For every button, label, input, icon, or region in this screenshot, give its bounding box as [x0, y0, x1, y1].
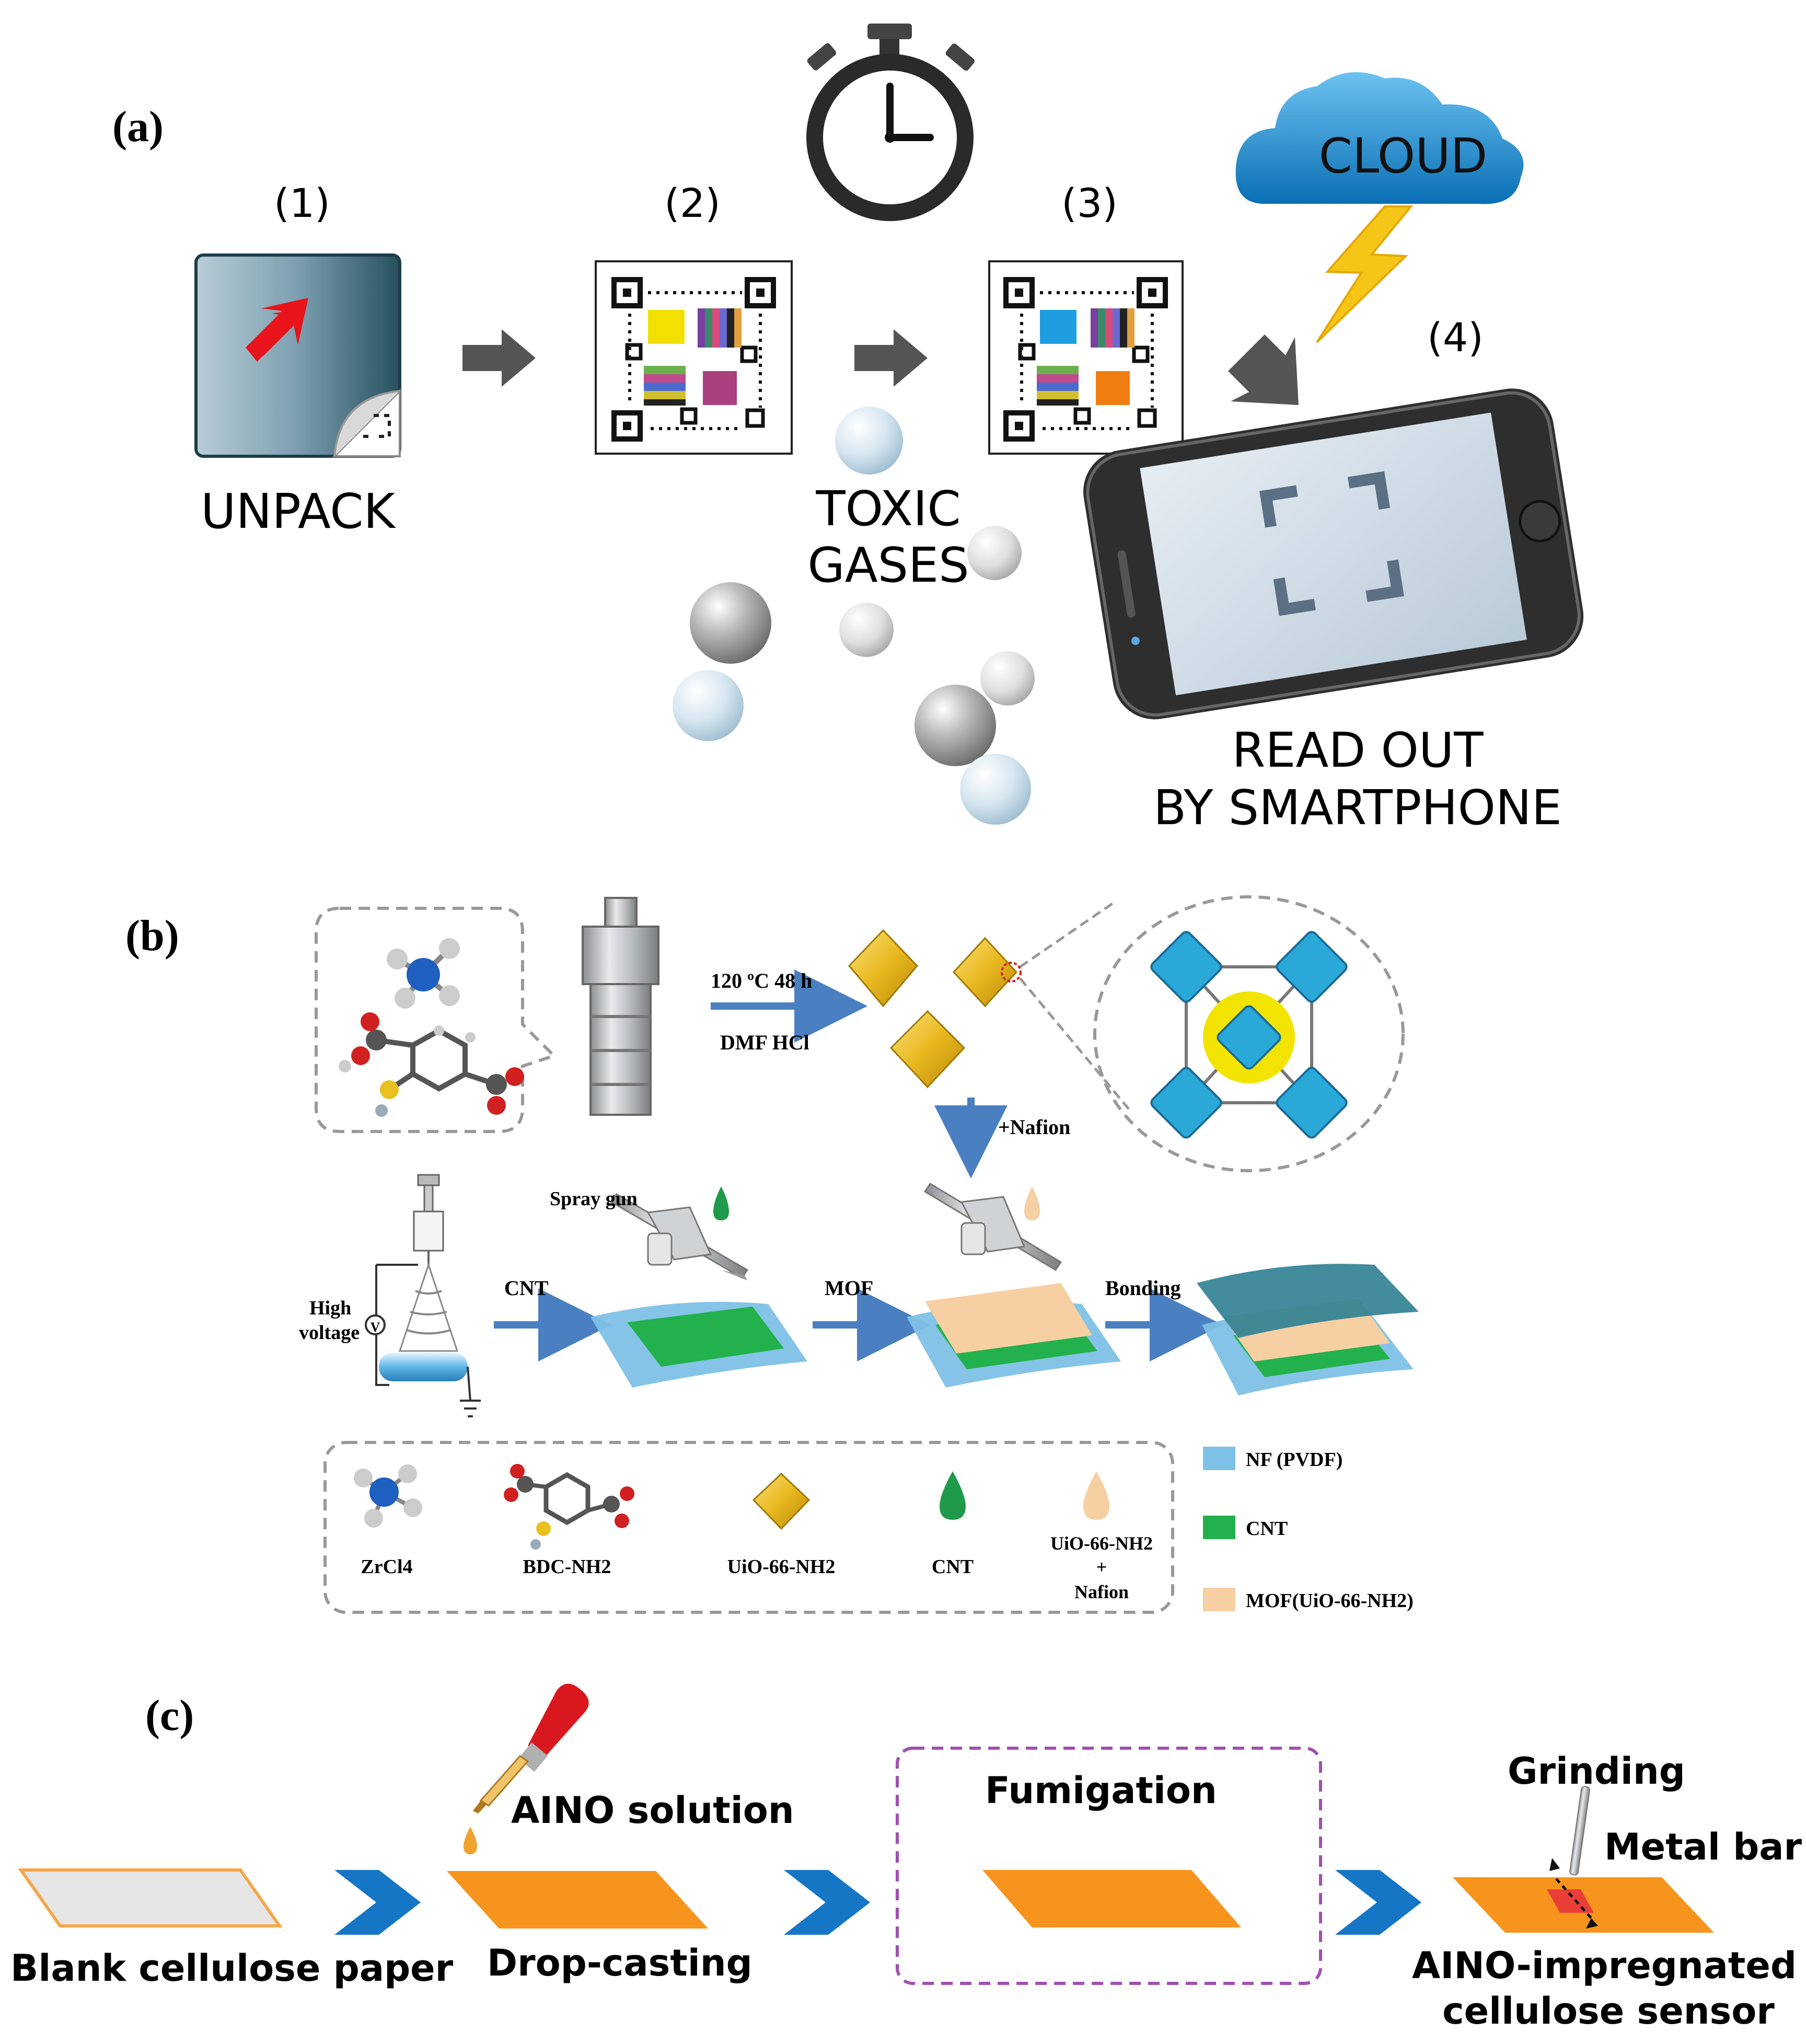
legend-cnt-droplet: CNT	[932, 1471, 974, 1578]
synthesis-condition-2: DMF HCl	[720, 1031, 809, 1054]
molecule-zrcl4-icon	[387, 938, 460, 1009]
stage-sensor-label-2: cellulose sensor	[1442, 1990, 1775, 2033]
unpack-caption: UNPACK	[201, 483, 396, 539]
high-voltage-line-1: High	[309, 1297, 351, 1319]
legend-zrcl4: ZrCl4	[354, 1464, 422, 1578]
blank-paper-sheet-icon	[18, 1868, 283, 1927]
octahedron-crystal-icon	[848, 929, 1022, 1089]
fumigation-box	[896, 1747, 1322, 1985]
panel-c-label: (c)	[145, 1691, 194, 1740]
high-voltage-line-2: voltage	[299, 1322, 360, 1344]
chevron-right-icon-1	[334, 1870, 421, 1935]
smartphone-icon	[1083, 388, 1584, 720]
legend-uio-nafion-droplet: UiO-66-NH2 + Nafion	[1050, 1471, 1153, 1602]
gases-line-2: GASES	[807, 537, 969, 593]
lightning-icon	[1316, 205, 1414, 343]
stage-drop-casting-label: Drop-casting	[487, 1942, 752, 1984]
stage-fumigation-label: Fumigation	[985, 1769, 1217, 1812]
step-1-number: (1)	[274, 180, 330, 226]
legend-uio-nafion-label-2: +	[1096, 1556, 1107, 1577]
stopwatch-icon	[806, 24, 975, 221]
legend-uio-66-nh2-label: UiO-66-NH2	[727, 1556, 836, 1578]
flow-arrow-2	[854, 329, 928, 387]
panel-a-label: (a)	[112, 102, 164, 151]
legend-bdc-nh2: BDC-NH2	[504, 1464, 634, 1578]
cloud-icon: CLOUD	[1235, 72, 1524, 204]
chevron-right-icon-2	[784, 1870, 870, 1935]
qr2-color-top	[648, 310, 685, 344]
qr3-color-strip-bottom	[1037, 366, 1079, 406]
precursor-bubble	[315, 907, 557, 1133]
legend-zrcl4-label: ZrCl4	[361, 1556, 412, 1578]
legend-mof-label: MOF(UiO-66-NH2)	[1246, 1590, 1414, 1612]
readout-line-2: BY SMARTPHONE	[1153, 780, 1562, 836]
legend-nf-label: NF (PVDF)	[1246, 1449, 1342, 1471]
legend-box	[323, 1441, 1174, 1614]
panel-c: (c) Blank cellulose paper AINO solution …	[10, 1683, 1802, 2033]
step-label-bonding: Bonding	[1105, 1276, 1181, 1300]
voltmeter-label: V	[371, 1320, 380, 1335]
panel-b-label: (b)	[125, 911, 179, 960]
step-label-mof: MOF	[825, 1276, 873, 1300]
gases-line-1: TOXIC	[815, 481, 960, 537]
nafion-step: +Nafion	[998, 1115, 1070, 1139]
legend-cnt-swatch-label: CNT	[1246, 1518, 1288, 1540]
legend-uio-nafion-label-1: UiO-66-NH2	[1050, 1533, 1153, 1554]
qr3-color-strip-top	[1091, 308, 1134, 348]
qr-code-icon-3	[988, 260, 1184, 455]
cloud-label: CLOUD	[1319, 128, 1488, 184]
molecule-bdc-nh2-icon	[339, 1012, 524, 1117]
legend-cnt-label: CNT	[932, 1556, 974, 1578]
step-4-number: (4)	[1427, 314, 1484, 361]
aino-solution-label: AINO solution	[511, 1789, 794, 1832]
autoclave-icon	[582, 897, 659, 1116]
qr2-color-strip-bottom	[644, 366, 686, 406]
syringe-icon: V	[365, 1174, 481, 1417]
panel-a: (a) (1) (2) (3) (4) UNPACK	[112, 24, 1584, 836]
qr2-color-strip-top	[698, 308, 742, 348]
legend-swatch-cnt	[1203, 1516, 1235, 1539]
spray-gun-label: Spray gun	[550, 1188, 638, 1210]
spray-gun-icon	[610, 1186, 749, 1280]
grinding-label: Grinding	[1508, 1750, 1685, 1793]
stage-sensor-label-1: AINO-impregnated	[1412, 1944, 1797, 1987]
mof-framework-icon	[1093, 895, 1405, 1172]
legend-swatch-mof	[1203, 1588, 1235, 1611]
readout-line-1: READ OUT	[1232, 722, 1484, 778]
step-2-number: (2)	[664, 180, 721, 226]
drop-cast-paper-icon	[447, 1871, 708, 1928]
flow-arrow-1	[462, 329, 536, 387]
membrane-layer-icon	[591, 1264, 1419, 1395]
qr3-color-top	[1040, 310, 1076, 344]
stage-blank-label: Blank cellulose paper	[10, 1947, 454, 1990]
legend-swatch-nf	[1203, 1447, 1235, 1470]
spray-gun-icon-2	[923, 1182, 1062, 1272]
dropper-icon	[464, 1683, 589, 1854]
legend-right: NF (PVDF) CNT MOF(UiO-66-NH2)	[1203, 1447, 1414, 1612]
step-label-cnt: CNT	[504, 1276, 549, 1300]
panel-b: (b)	[125, 895, 1419, 1614]
legend-bdc-nh2-label: BDC-NH2	[523, 1556, 611, 1578]
synthesis-condition-1: 120 ºC 48 h	[711, 969, 812, 992]
metal-bar-label: Metal bar	[1604, 1826, 1802, 1868]
legend-uio-66-nh2: UiO-66-NH2	[727, 1472, 836, 1578]
step-3-number: (3)	[1061, 180, 1118, 226]
metal-bar-icon	[1569, 1786, 1590, 1876]
qr2-color-bottom	[703, 371, 737, 405]
flow-arrow-3	[1228, 334, 1299, 405]
gas-sphere-icon	[673, 407, 1035, 825]
chevron-right-icon-3	[1335, 1870, 1421, 1935]
qr3-color-bottom	[1096, 371, 1130, 405]
legend-uio-nafion-label-3: Nafion	[1074, 1581, 1129, 1602]
qr-code-icon-2	[595, 260, 793, 455]
unpack-sticker-icon	[194, 253, 401, 458]
fumigated-paper-icon	[982, 1870, 1241, 1927]
